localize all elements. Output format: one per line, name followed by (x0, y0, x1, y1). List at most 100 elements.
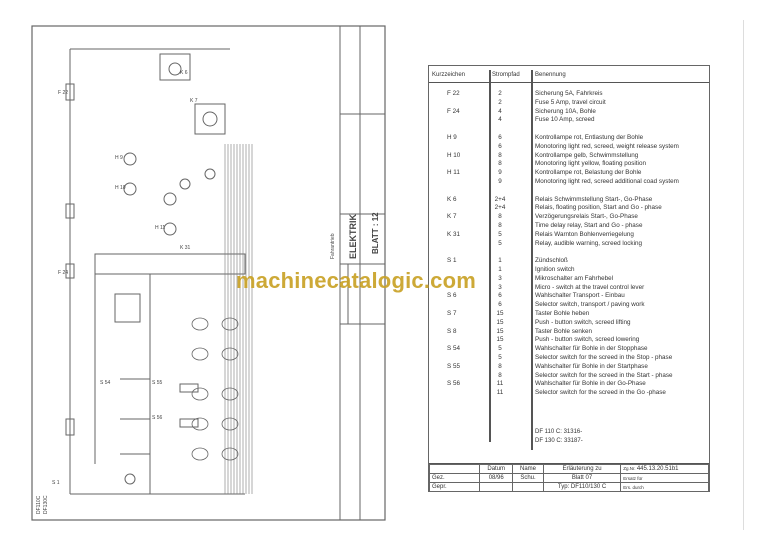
row-code: F 24 (447, 107, 460, 115)
row-description: Push - button switch, screed lowering (535, 336, 640, 344)
row-description: Fuse 5 Amp, travel circuit (535, 98, 606, 106)
label-h9: H 9 (115, 155, 123, 161)
footer-date: 08/96 (479, 473, 514, 483)
table-row: 1 Ignition switch (429, 266, 709, 275)
row-code: S 56 (447, 380, 460, 388)
table-row: 8 Monotoring light yellow, floating posit… (429, 160, 709, 169)
row-path: 8 (498, 371, 502, 379)
table-row: 2 Fuse 5 Amp, travel circuit (429, 99, 709, 108)
row-code: S 55 (447, 362, 460, 370)
row-description: Wahlschalter für Bohle in der Startphase (535, 362, 648, 370)
row-description: Micro - switch at the travel control lev… (535, 283, 645, 291)
title-blatt: BLATT : 12 (371, 212, 380, 254)
table-row: 5 Selector switch for the screed in the S… (429, 354, 709, 363)
row-description: Monotoring light yellow, floating positi… (535, 160, 646, 168)
row-path: 5 (498, 230, 502, 238)
row-code: H 11 (447, 169, 460, 177)
label-df110c: DF110C (36, 495, 42, 514)
row-description: Selector switch for the screed in the St… (535, 353, 673, 361)
row-path: 1 (498, 265, 502, 273)
row-description: Selector switch, transport / paving work (535, 301, 645, 309)
row-code: H 9 (447, 133, 457, 141)
row-path: 11 (496, 389, 504, 397)
label-f22: F 22 (58, 90, 68, 96)
watermark: machinecatalogic.com (236, 268, 476, 293)
row-description: Sicherung 5A, Fahrkreis (535, 90, 603, 97)
row-path: 2 (498, 98, 502, 106)
footer-gez: Gez. (428, 473, 481, 483)
table-row: 4 Fuse 10 Amp, screed (429, 116, 709, 125)
row-code: F 22 (447, 90, 460, 97)
table-row (429, 125, 709, 134)
row-path: 9 (498, 169, 502, 177)
title-section: Fahrantrieb (330, 233, 336, 259)
footer-name-label: Name (512, 464, 544, 474)
title-block: Datum Name Erläuterung zu Zg.Nr. 445.13.… (428, 463, 709, 492)
label-h11: H 11 (155, 225, 165, 231)
row-code: S 1 (447, 257, 457, 265)
row-description: Selector switch for the screed in the St… (535, 371, 673, 379)
title-elektrik: ELEKTRIK (348, 213, 358, 259)
wiring-diagram: F 22 F 24 S 1 S 54 S 55 S 56 H 9 H 10 H … (31, 25, 386, 521)
row-description: Wahlschalter Transport - Einbau (535, 292, 625, 300)
row-path: 15 (496, 309, 504, 317)
footer-gepr: Gepr. (428, 482, 481, 492)
row-path: 8 (498, 362, 502, 370)
row-description: Taster Bohle heben (535, 309, 590, 317)
row-path: 3 (498, 283, 502, 291)
row-description: Taster Bohle senken (535, 327, 593, 335)
row-path: 1 (498, 257, 502, 265)
row-description: Relais Warnton Bohlenverriegelung (535, 230, 634, 238)
row-path: 8 (498, 160, 502, 168)
row-description: Monotoring light red, screed additional … (535, 177, 679, 185)
table-row: 3 Micro - switch at the travel control le… (429, 284, 709, 293)
row-description: Mikroschalter am Fahrhebel (535, 274, 614, 282)
row-path: 6 (498, 142, 502, 150)
row-path: 2+4 (494, 195, 506, 203)
label-k7: K 7 (190, 98, 198, 104)
row-path: 4 (498, 116, 502, 124)
footer-blatt: Blatt 07 (542, 473, 622, 483)
row-description: Sicherung 10A, Bohle (535, 107, 596, 115)
row-path: 8 (498, 213, 502, 221)
footer-typ: Typ: DF110/130 C (542, 482, 622, 492)
serial-numbers: DF 110 C: 31316- DF 130 C: 33187- (535, 428, 583, 446)
header-path: Strompfad (492, 72, 520, 78)
row-path: 15 (496, 327, 504, 335)
table-row (429, 248, 709, 257)
row-description: Wahlschalter für Bohle in der Stopphase (535, 345, 648, 353)
page-edge (743, 20, 744, 530)
row-path: 8 (498, 151, 502, 159)
row-description: Kontrollampe gelb, Schwimmstellung (535, 151, 639, 159)
row-path: 5 (498, 353, 502, 361)
footer-datum-label: Datum (479, 464, 514, 474)
label-s1: S 1 (52, 480, 60, 486)
table-row: 8 Selector switch for the screed in the S… (429, 372, 709, 381)
row-description: Fuse 10 Amp, screed (535, 116, 595, 124)
row-description: Verzögerungsrelais Start-, Go-Phase (535, 213, 638, 221)
label-k6: K 6 (180, 70, 188, 76)
row-description: Ignition switch (535, 265, 575, 273)
footer-ers-durch: Ers. durch (620, 482, 709, 492)
header-name: Benennung (535, 72, 566, 78)
